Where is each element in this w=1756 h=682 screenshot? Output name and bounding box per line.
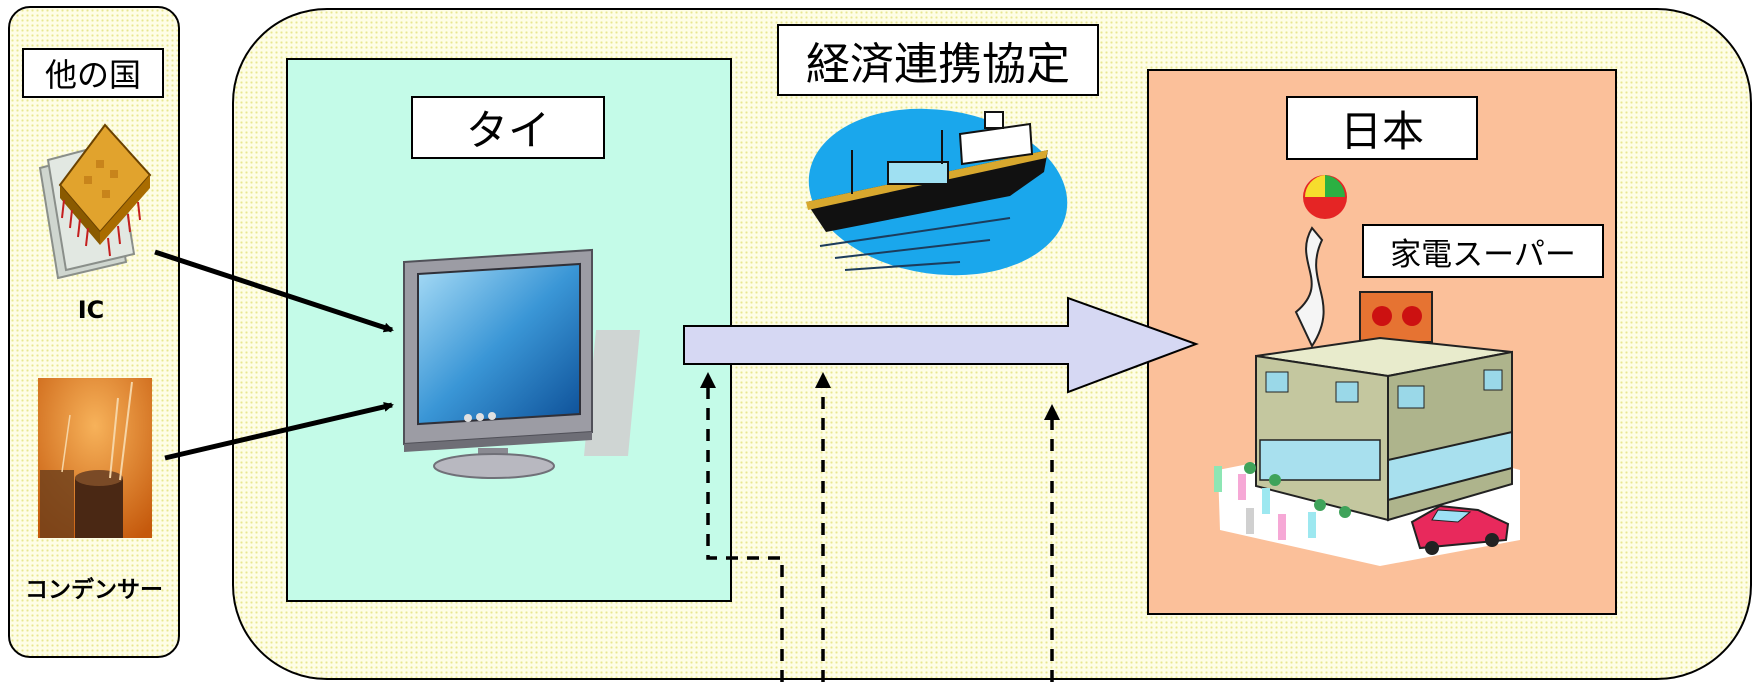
- export-arrow: [683, 296, 1199, 394]
- capacitor-photo: [38, 378, 152, 538]
- car-icon: [1410, 504, 1510, 555]
- store-label: 家電スーパー: [1362, 224, 1604, 278]
- cargo-ship-icon: [806, 108, 1068, 276]
- ic-label: IC: [77, 296, 105, 324]
- japan-title: 日本: [1286, 96, 1478, 160]
- ic-to-monitor-arrow: [154, 249, 394, 333]
- capacitor-to-monitor-arrow: [164, 401, 394, 461]
- other-countries-panel: [8, 6, 180, 658]
- other-countries-title: 他の国: [22, 48, 164, 98]
- monitor-icon: [403, 248, 640, 479]
- dashed-arrows: [706, 385, 1054, 682]
- ic-chip-icon: [38, 123, 152, 280]
- store-building-icon: [1214, 175, 1520, 566]
- capacitor-label: コンデンサー: [25, 577, 163, 603]
- agreement-title: 経済連携協定: [777, 24, 1099, 96]
- thailand-title: タイ: [411, 96, 605, 159]
